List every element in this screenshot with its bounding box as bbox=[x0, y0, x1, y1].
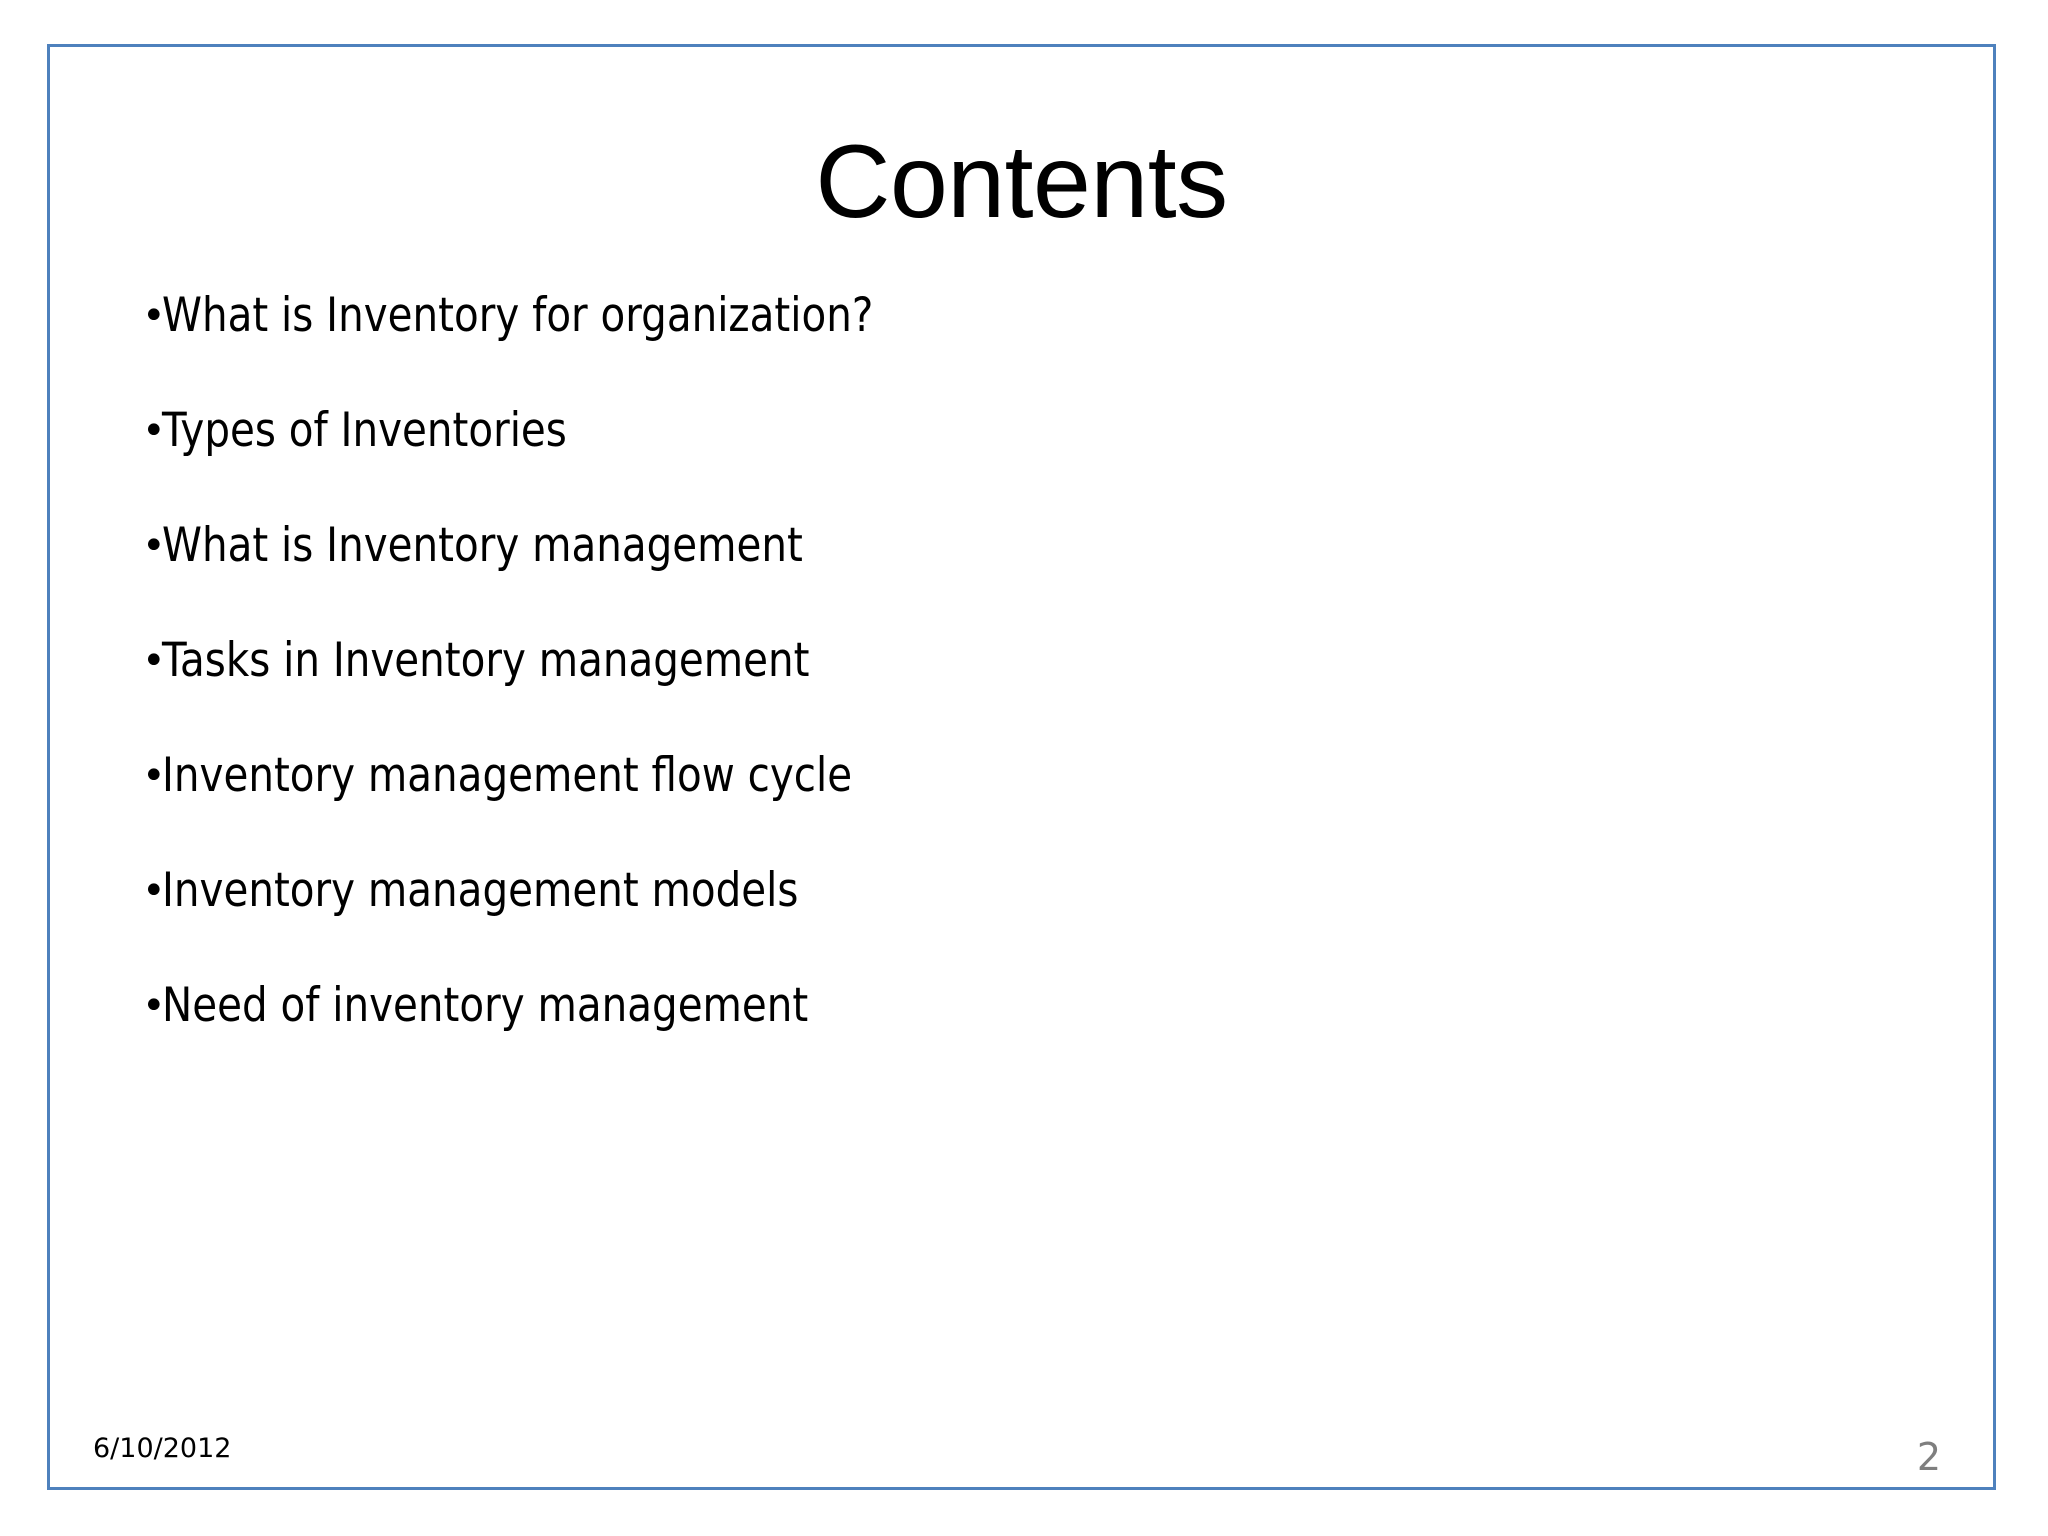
list-item: • Inventory management models bbox=[90, 865, 1790, 980]
bullet-point-icon: • bbox=[142, 983, 166, 1029]
bullet-point-icon: • bbox=[142, 868, 166, 914]
list-item-label: Need of inventory management bbox=[162, 978, 809, 1033]
list-item: • Types of Inventories bbox=[90, 405, 1790, 520]
list-item-label: Types of Inventories bbox=[162, 403, 567, 458]
slide-frame: Contents • What is Inventory for organiz… bbox=[47, 44, 1996, 1490]
list-item-label: Inventory management flow cycle bbox=[162, 748, 853, 803]
bullet-point-icon: • bbox=[142, 408, 166, 454]
list-item-label: Inventory management models bbox=[162, 863, 799, 918]
bullet-point-icon: • bbox=[142, 753, 166, 799]
list-item-label: Tasks in Inventory management bbox=[162, 633, 810, 688]
list-item-label: What is Inventory for organization? bbox=[162, 288, 874, 343]
bullet-point-icon: • bbox=[142, 523, 166, 569]
bullet-point-icon: • bbox=[142, 293, 166, 339]
footer-date: 6/10/2012 bbox=[93, 1433, 232, 1464]
footer-page-number: 2 bbox=[1916, 1435, 1941, 1479]
list-item: • Need of inventory management bbox=[90, 980, 1790, 1095]
list-item-label: What is Inventory management bbox=[162, 518, 803, 573]
page-title: Contents bbox=[815, 124, 1228, 240]
list-item: • What is Inventory for organization? bbox=[90, 290, 1790, 405]
bullet-point-icon: • bbox=[142, 638, 166, 684]
list-item: • Inventory management flow cycle bbox=[90, 750, 1790, 865]
contents-bullet-list: • What is Inventory for organization? • … bbox=[90, 290, 1790, 1095]
list-item: • Tasks in Inventory management bbox=[90, 635, 1790, 750]
list-item: • What is Inventory management bbox=[90, 520, 1790, 635]
